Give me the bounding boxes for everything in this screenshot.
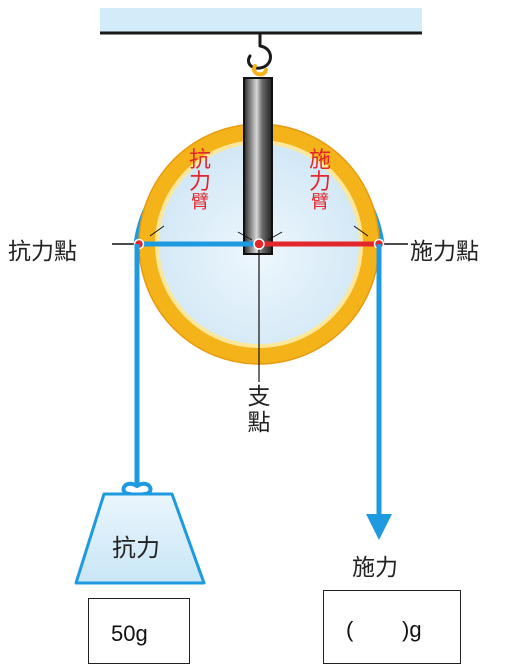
effort-arm-char-3: 臂 <box>311 192 329 213</box>
effort-point-label: 施力點 <box>410 239 479 265</box>
effort-arrow-icon <box>366 514 392 540</box>
effort-arm-leader-left <box>267 231 283 241</box>
resistance-point-label: 抗力點 <box>8 239 77 265</box>
weight-block <box>74 492 206 585</box>
hook-icon <box>246 34 272 77</box>
fulcrum-char-2: 點 <box>247 410 271 437</box>
knot-icon <box>121 481 153 496</box>
effort-arm-char-1: 施 <box>308 148 331 173</box>
fulcrum-char-1: 支 <box>247 384 271 410</box>
resistance-weight-box: 50g <box>88 598 190 664</box>
pulley-bracket <box>243 77 273 255</box>
effort-arm-char-2: 力 <box>308 170 331 195</box>
effort-weight-box[interactable]: ( )g <box>323 590 461 664</box>
effort-arm-label: 施 力 臂 <box>300 150 340 212</box>
fulcrum-dot <box>253 238 265 250</box>
resistance-force-label: 抗力 <box>112 534 160 562</box>
effort-weight-unit: )g <box>402 617 422 642</box>
effort-weight-open-paren: ( <box>346 617 354 642</box>
fulcrum-label: 支 點 <box>244 384 274 437</box>
resistance-arm-label: 抗 力 臂 <box>180 150 220 212</box>
resistance-arm-leader-left <box>149 225 165 237</box>
effort-force-label: 施力 <box>352 555 398 581</box>
effort-arm-leader-right <box>353 225 369 237</box>
resistance-arm-char-2: 力 <box>188 170 211 195</box>
resistance-arm-char-1: 抗 <box>188 148 211 173</box>
ceiling <box>100 8 422 34</box>
resistance-arm-leader-right <box>237 231 253 241</box>
resistance-arm-char-3: 臂 <box>191 192 209 213</box>
resistance-weight-value: 50g <box>111 621 148 646</box>
